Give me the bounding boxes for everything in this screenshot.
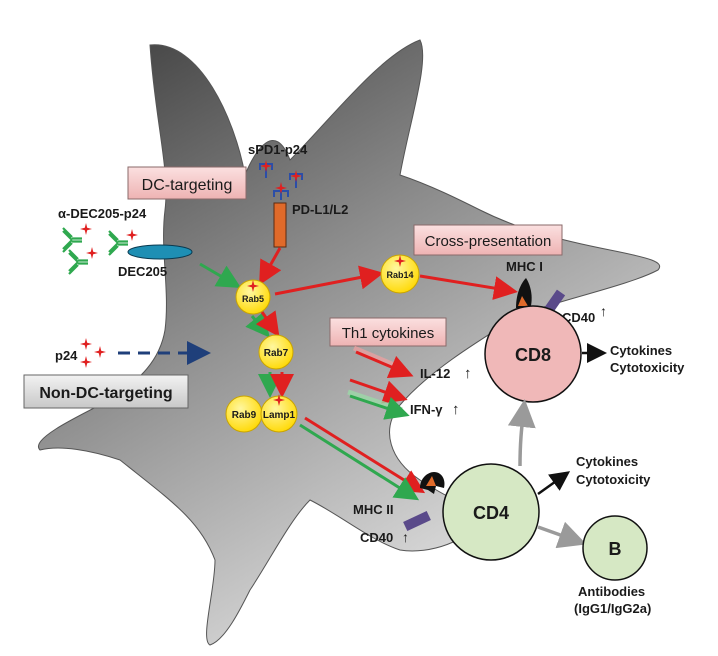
pd-l1-l2-receptor — [273, 202, 287, 248]
cd4-cell — [442, 463, 540, 561]
b-cell-label: B — [609, 539, 622, 559]
ifng-secretion-arrows — [347, 378, 410, 420]
dec205-label: DEC205 — [118, 264, 167, 279]
dc-targeting-label: DC-targeting — [142, 177, 233, 194]
cd4-label: CD4 — [473, 503, 509, 523]
cd4-to-b-help-arrow — [537, 521, 587, 549]
cd8-cytotoxicity-label: Cytotoxicity — [610, 360, 685, 375]
svg-text:Lamp1: Lamp1 — [263, 410, 296, 421]
cd40-bottom-receptor-icon — [403, 510, 431, 532]
vesicle-rab9: Rab9 — [225, 395, 263, 433]
rab5-to-rab14-arrow — [274, 265, 384, 296]
antibodies-label: Antibodies — [578, 584, 645, 599]
dc-targeting-box — [127, 166, 247, 200]
cd4-cytotoxicity-label: Cytotoxicity — [576, 472, 651, 487]
mhc-molecule-icon — [516, 278, 532, 310]
cd40-bottom-up-arrow: ↑ — [402, 529, 409, 545]
th1-cytokines-box — [329, 317, 447, 347]
th1-cytokines-label: Th1 cytokines — [342, 325, 435, 342]
non-dc-targeting-label: Non-DC-targeting — [39, 385, 172, 402]
svg-text:Rab14: Rab14 — [386, 270, 413, 280]
cd4-effector-arrow — [537, 471, 571, 496]
cd4-to-cd8-help-arrow — [507, 399, 536, 467]
pdl1-to-rab5-arrow — [259, 247, 282, 286]
il12-up-arrow: ↑ — [464, 365, 472, 382]
dec205-to-rab5-arrow — [199, 262, 242, 289]
vesicle-lamp1: Lamp1 — [260, 394, 298, 433]
lamp1-to-mhcii-green-arrow — [299, 423, 420, 501]
alpha-dec205-p24-label: α-DEC205-p24 — [58, 206, 147, 221]
cross-presentation-box — [413, 224, 563, 256]
vesicle-rab14: Rab14 — [380, 254, 420, 294]
p24-star-icon — [80, 338, 106, 368]
cd4-cytokines-label: Cytokines — [576, 454, 638, 469]
cd40-bottom-label: CD40 — [360, 530, 393, 545]
cd40-top-label: CD40 — [562, 310, 595, 325]
p24-label: p24 — [55, 348, 78, 363]
spd1-p24-molecules — [259, 160, 303, 200]
rab14-to-mhci-arrow — [419, 274, 518, 300]
vesicle-rab7: Rab7 — [258, 334, 294, 370]
cd40-top-up-arrow: ↑ — [600, 303, 607, 319]
mhc-ii-icon — [420, 472, 445, 494]
il12-label: IL-12 — [420, 366, 450, 381]
cross-presentation-label: Cross-presentation — [425, 233, 552, 250]
dec205-receptor — [127, 244, 193, 260]
ifng-label: IFN-γ — [410, 402, 443, 417]
mhc-ii-label: MHC II — [353, 502, 393, 517]
non-dc-targeting-box — [23, 374, 189, 409]
cd8-label: CD8 — [515, 345, 551, 365]
spd1-p24-label: sPD1-p24 — [248, 142, 308, 157]
pd-l1-l2-label: PD-L1/L2 — [292, 202, 348, 217]
rab5-to-rab7-red-arrow — [255, 310, 280, 337]
mhc-i-label: MHC I — [506, 259, 543, 274]
cd8-cytokines-label: Cytokines — [610, 343, 672, 358]
svg-text:Rab9: Rab9 — [232, 410, 257, 421]
il12-secretion-arrows — [353, 345, 414, 379]
vesicle-rab5: Rab5 — [235, 279, 271, 315]
b-cell — [582, 515, 648, 581]
svg-text:Rab7: Rab7 — [264, 348, 289, 359]
ifng-up-arrow: ↑ — [452, 401, 460, 418]
svg-text:Rab5: Rab5 — [242, 294, 264, 304]
igg-label: (IgG1/IgG2a) — [574, 601, 651, 616]
